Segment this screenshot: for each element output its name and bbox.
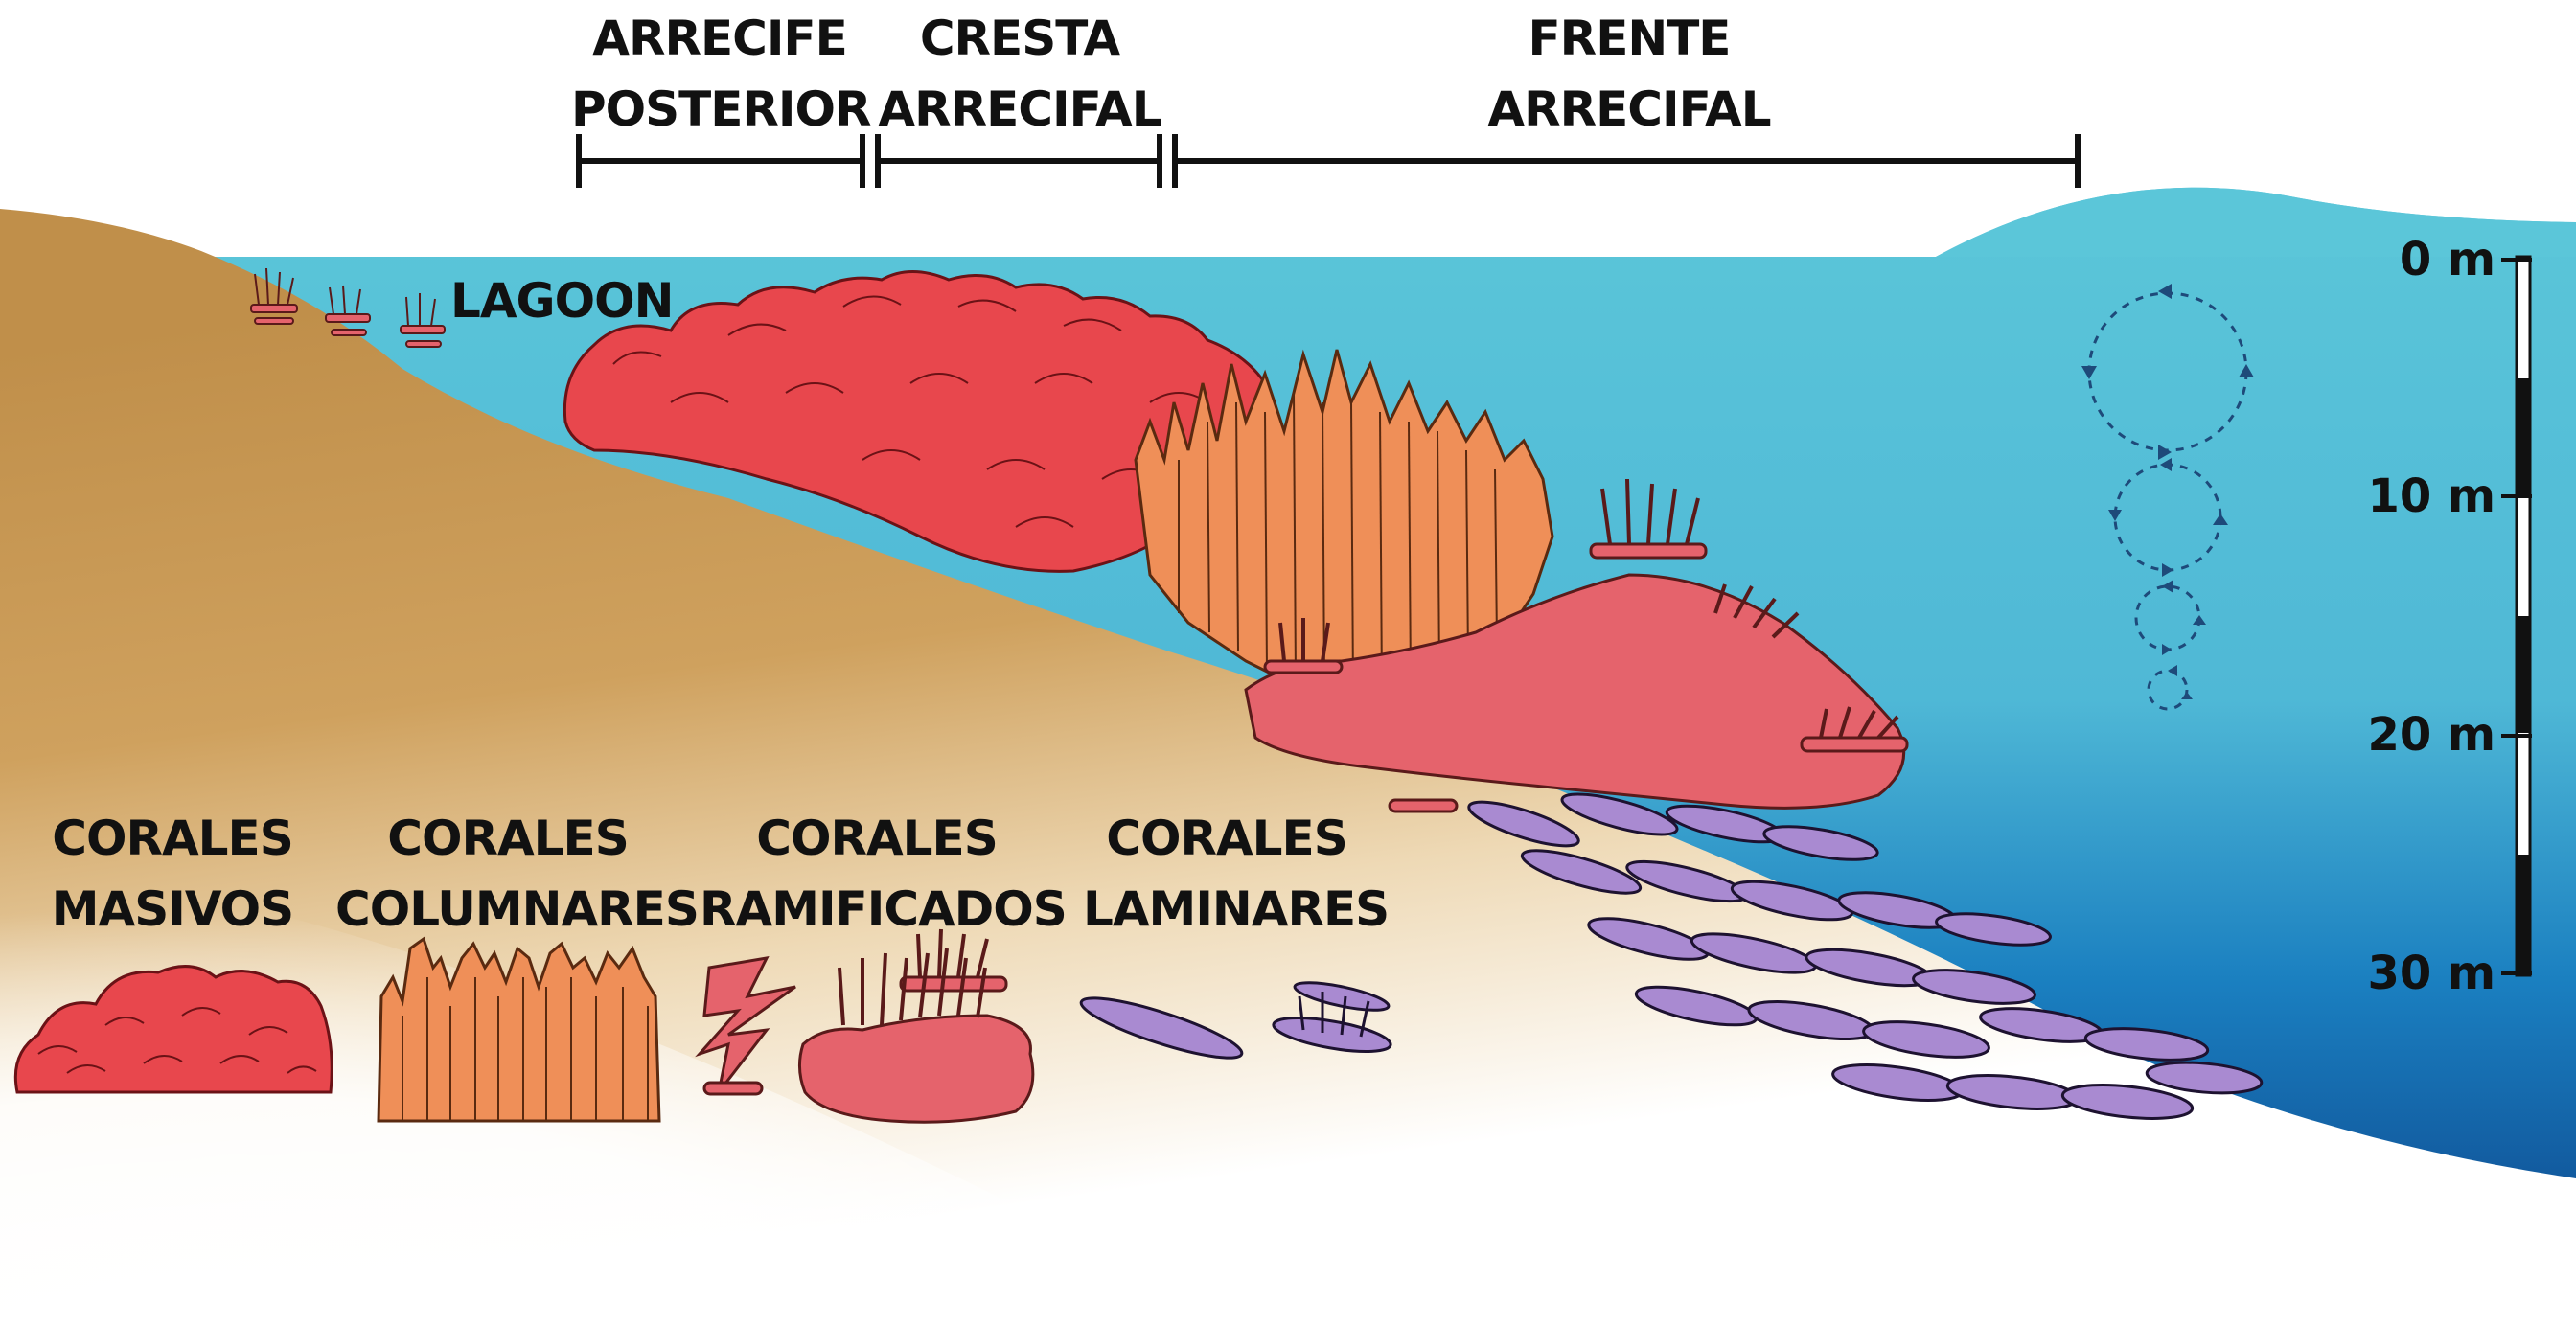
legend-label-laminar-line1: CORALES [1083,803,1370,874]
depth-label-0m: 0 m [2352,237,2496,283]
legend-label-laminar-line2: LAMINARES [1083,874,1370,945]
lagoon-label: LAGOON [450,265,671,336]
zone-label-reef-crest-line1: CRESTA [878,3,1162,74]
depth-label-10m: 10 m [2352,473,2496,519]
depth-label-20m: 20 m [2352,712,2496,758]
zone-label-reef-crest-line2: ARRECIFAL [878,74,1162,145]
legend-label-laminar: CORALES LAMINARES [1083,803,1370,945]
zone-label-back-reef-line1: ARRECIFE [571,3,868,74]
zone-label-reef-front: FRENTE ARRECIFAL [1390,3,1869,145]
legend-label-massive-line1: CORALES [29,803,316,874]
legend-label-massive-line2: MASIVOS [29,874,316,945]
zone-label-back-reef: ARRECIFE POSTERIOR [571,3,868,145]
zone-label-reef-crest: CRESTA ARRECIFAL [878,3,1162,145]
zone-label-reef-front-line2: ARRECIFAL [1390,74,1869,145]
zone-label-reef-front-line1: FRENTE [1390,3,1869,74]
legend-columnar-coral [379,939,659,1121]
legend-label-branching-line2: RAMIFICADOS [700,874,1054,945]
legend-label-branching-line1: CORALES [700,803,1054,874]
legend-label-massive: CORALES MASIVOS [29,803,316,945]
legend-label-columnar-line1: CORALES [335,803,680,874]
legend-label-columnar-line2: COLUMNARES [335,874,680,945]
legend-label-branching: CORALES RAMIFICADOS [700,803,1054,945]
depth-label-30m: 30 m [2352,950,2496,996]
legend-label-columnar: CORALES COLUMNARES [335,803,680,945]
zone-label-back-reef-line2: POSTERIOR [571,74,868,145]
